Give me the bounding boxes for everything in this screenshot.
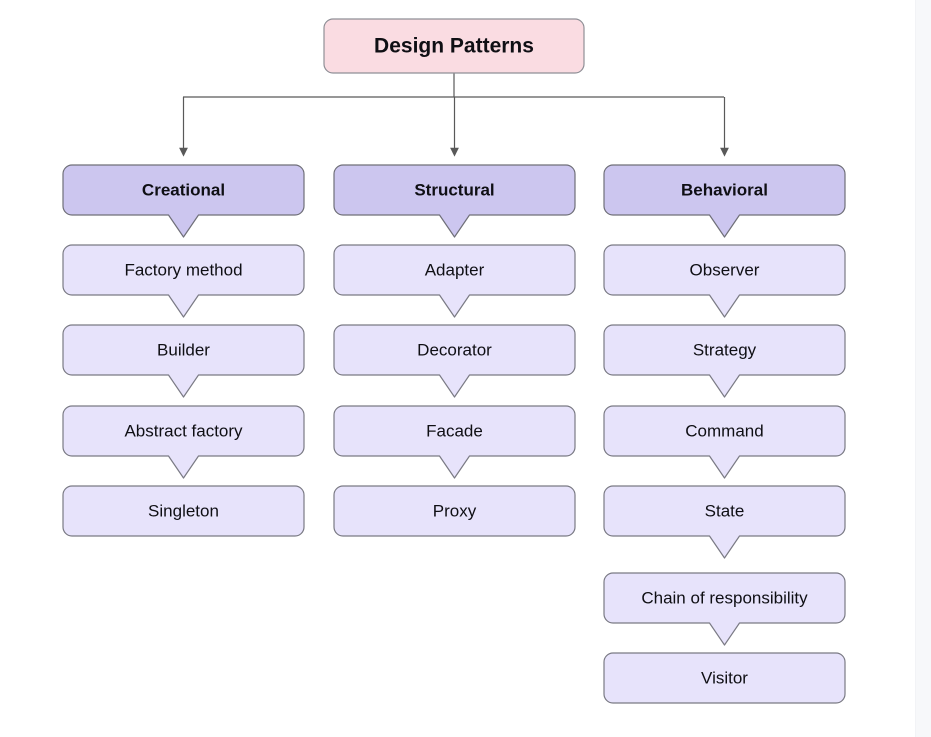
- node-creational-item-2-label: Builder: [157, 340, 210, 359]
- node-creational-header-shape: [62, 164, 305, 238]
- node-behavioral-item-4-label: State: [705, 501, 745, 520]
- node-behavioral-item-5-label: Chain of responsibility: [641, 588, 808, 607]
- node-creational-header-label: Creational: [142, 180, 225, 199]
- node-behavioral-item-1[interactable]: Observer: [603, 244, 846, 318]
- node-creational-header[interactable]: Creational: [62, 164, 305, 238]
- node-root-design-patterns-label: Design Patterns: [374, 35, 534, 58]
- node-structural-item-2-shape: [333, 324, 576, 398]
- connector-layer: [179, 73, 729, 157]
- node-structural-item-2[interactable]: Decorator: [333, 324, 576, 398]
- node-creational-item-3[interactable]: Abstract factory: [62, 405, 305, 479]
- node-structural-item-3-label: Facade: [426, 421, 483, 440]
- node-creational-item-1-label: Factory method: [124, 260, 242, 279]
- node-behavioral-item-4-shape: [603, 485, 846, 559]
- node-behavioral-item-3-shape: [603, 405, 846, 479]
- node-creational-item-2[interactable]: Builder: [62, 324, 305, 398]
- node-structural-item-1[interactable]: Adapter: [333, 244, 576, 318]
- node-behavioral-item-5[interactable]: Chain of responsibility: [603, 572, 846, 646]
- node-behavioral-item-3-label: Command: [685, 421, 763, 440]
- node-creational-item-4-label: Singleton: [148, 501, 219, 520]
- node-structural-item-3[interactable]: Facade: [333, 405, 576, 479]
- node-structural-item-2-label: Decorator: [417, 340, 492, 359]
- node-behavioral-item-6[interactable]: Visitor: [603, 652, 846, 704]
- node-structural-item-3-shape: [333, 405, 576, 479]
- node-structural-item-4-shape: [333, 485, 576, 537]
- node-root-design-patterns[interactable]: Design Patterns: [323, 18, 585, 74]
- node-behavioral-item-1-shape: [603, 244, 846, 318]
- node-creational-item-1[interactable]: Factory method: [62, 244, 305, 318]
- node-creational-item-4[interactable]: Singleton: [62, 485, 305, 537]
- node-behavioral-item-2[interactable]: Strategy: [603, 324, 846, 398]
- node-behavioral-header-shape: [603, 164, 846, 238]
- node-structural-item-4-label: Proxy: [433, 501, 477, 520]
- node-structural-header-shape: [333, 164, 576, 238]
- node-behavioral-item-2-label: Strategy: [693, 340, 757, 359]
- node-behavioral-item-6-label: Visitor: [701, 668, 748, 687]
- node-creational-item-4-shape: [62, 485, 305, 537]
- node-behavioral-header-label: Behavioral: [681, 180, 768, 199]
- node-root-design-patterns-shape: [323, 18, 585, 74]
- node-behavioral-item-6-shape: [603, 652, 846, 704]
- node-behavioral-item-5-shape: [603, 572, 846, 646]
- node-structural-item-1-label: Adapter: [425, 260, 485, 279]
- node-structural-header[interactable]: Structural: [333, 164, 576, 238]
- node-structural-item-4[interactable]: Proxy: [333, 485, 576, 537]
- node-creational-item-3-shape: [62, 405, 305, 479]
- node-behavioral-header[interactable]: Behavioral: [603, 164, 846, 238]
- node-behavioral-item-3[interactable]: Command: [603, 405, 846, 479]
- node-structural-item-1-shape: [333, 244, 576, 318]
- vertical-scrollbar[interactable]: [915, 0, 931, 737]
- node-behavioral-item-4[interactable]: State: [603, 485, 846, 559]
- node-behavioral-item-2-shape: [603, 324, 846, 398]
- node-behavioral-item-1-label: Observer: [690, 260, 760, 279]
- node-creational-item-2-shape: [62, 324, 305, 398]
- node-structural-header-label: Structural: [414, 180, 494, 199]
- node-creational-item-3-label: Abstract factory: [124, 421, 243, 440]
- node-creational-item-1-shape: [62, 244, 305, 318]
